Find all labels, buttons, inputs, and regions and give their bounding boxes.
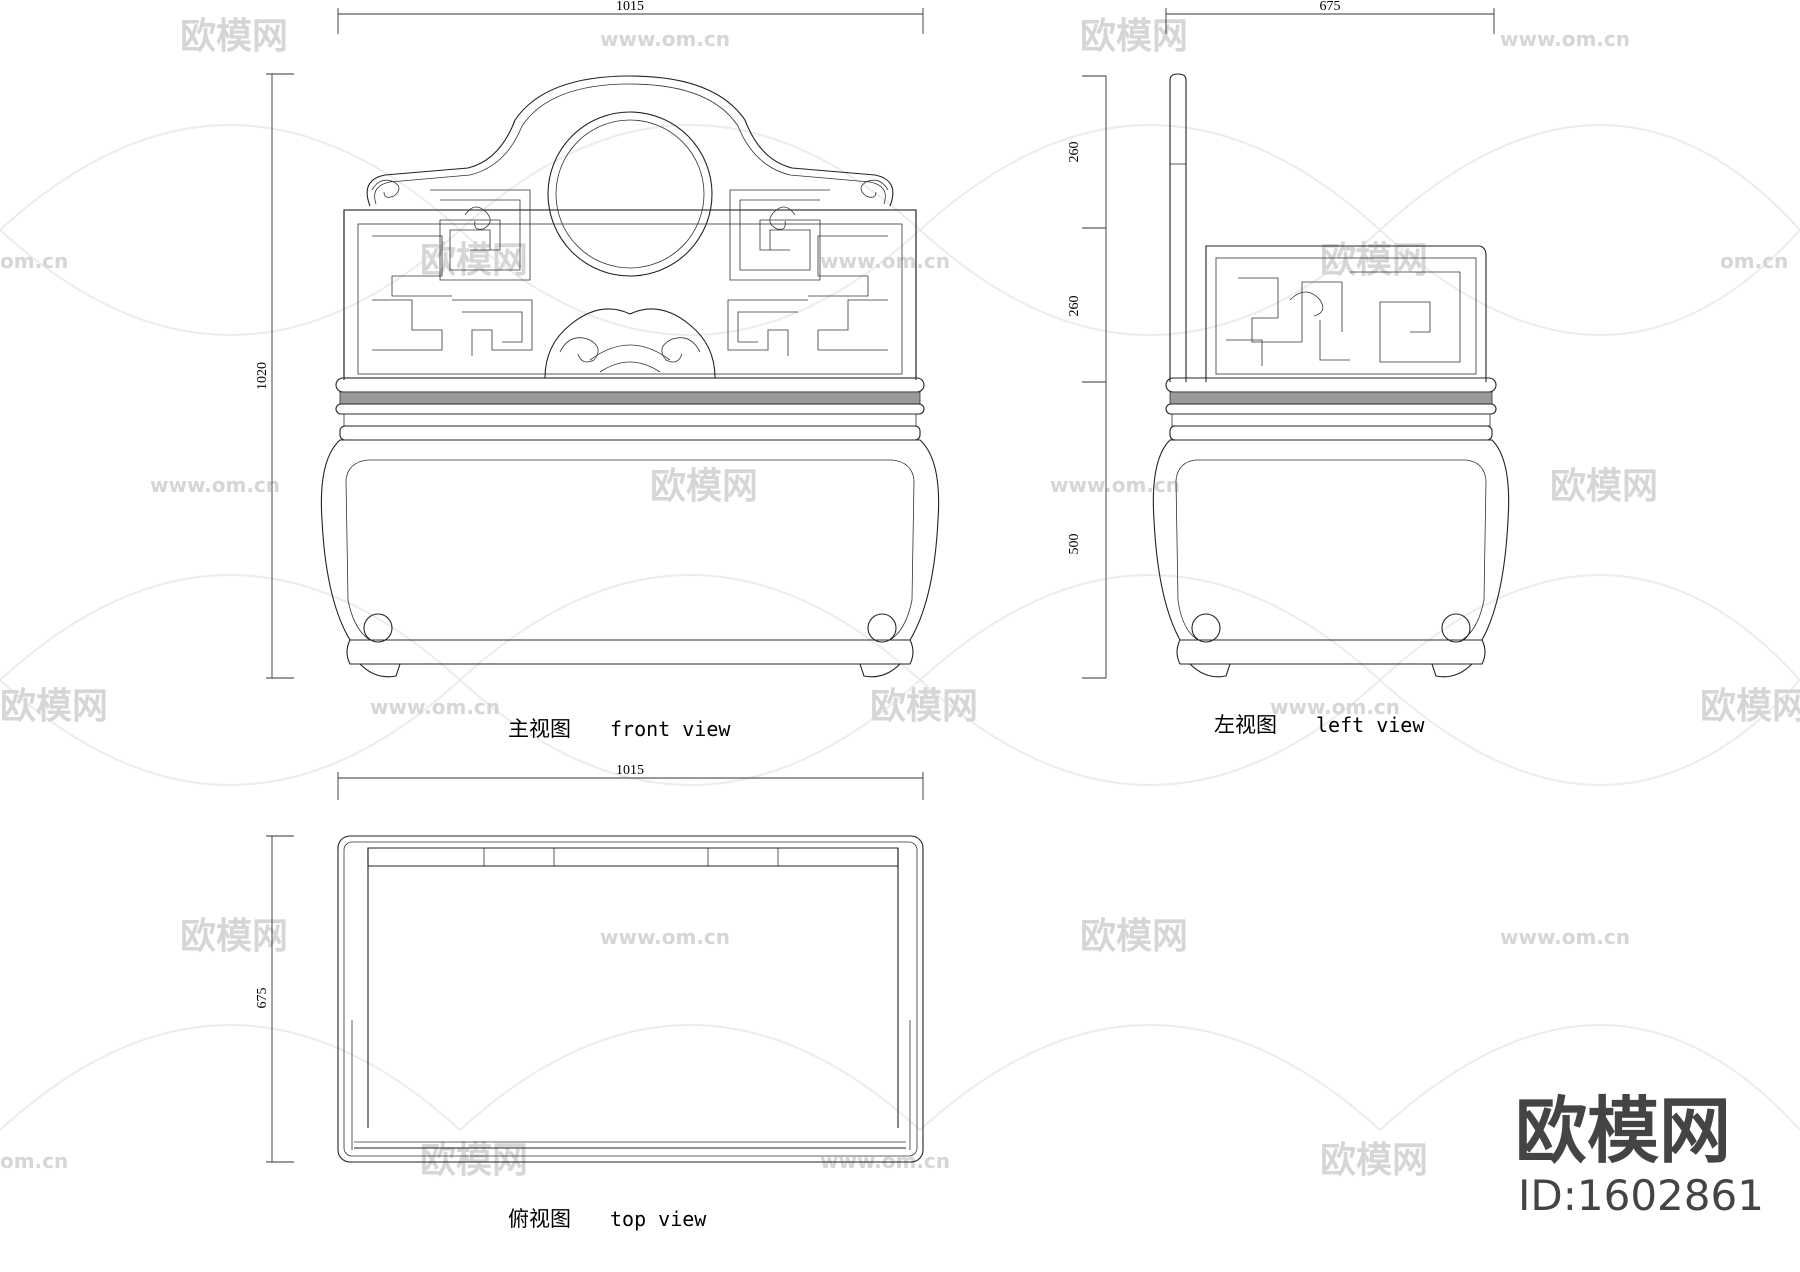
front-caption-cn: 主视图 — [508, 717, 571, 741]
left-caption-cn: 左视图 — [1214, 713, 1277, 737]
left-caption-en: left view — [1316, 713, 1425, 737]
left-view: 675 260 260 500 — [1067, 0, 1510, 737]
watermark-url: www.om.cn — [370, 695, 500, 719]
top-width-dimension: 1015 — [337, 763, 924, 800]
watermark-brand: 欧模网 — [1320, 240, 1428, 281]
watermark-url: om.cn — [0, 1149, 68, 1173]
watermark-brand: 欧模网 — [180, 16, 288, 57]
watermark-url: www.om.cn — [600, 27, 730, 51]
watermark-texts: 欧模网 欧模网 www.om.cn www.om.cn om.cn www.om… — [0, 16, 1800, 1181]
watermark-brand: 欧模网 — [1550, 466, 1658, 507]
watermark-url: www.om.cn — [1500, 27, 1630, 51]
top-outline — [337, 835, 924, 1163]
brand-name: 欧模网 — [1515, 1089, 1731, 1173]
watermark-url: www.om.cn — [1270, 695, 1400, 719]
brand-id: ID:1602861 — [1518, 1171, 1764, 1220]
top-caption-cn: 俯视图 — [508, 1207, 571, 1231]
front-height-dimension: 1020 — [255, 73, 294, 679]
top-view: 1015 675 俯视图 top view — [255, 763, 924, 1231]
front-view: 1015 1020 — [255, 0, 940, 741]
carved-band — [335, 377, 925, 441]
fretwork-left — [372, 189, 533, 356]
left-arm-panel — [1205, 245, 1487, 382]
watermark-brand: 欧模网 — [180, 916, 288, 957]
left-upper-label: 260 — [1067, 142, 1082, 163]
front-height-label: 1020 — [255, 362, 270, 390]
watermark-url: www.om.cn — [600, 925, 730, 949]
watermark-url: om.cn — [1720, 249, 1788, 273]
watermark-pattern — [0, 124, 1800, 1132]
brand-logo: 欧模网 ID:1602861 — [1515, 1089, 1764, 1220]
watermark-brand: 欧模网 — [870, 686, 978, 727]
watermark-brand: 欧模网 — [1700, 686, 1800, 727]
top-depth-dimension: 675 — [255, 835, 294, 1163]
seat-base — [320, 439, 940, 678]
fretwork-right — [727, 189, 888, 356]
left-width-label: 675 — [1320, 0, 1341, 14]
front-caption-en: front view — [610, 717, 731, 741]
top-depth-label: 675 — [255, 988, 270, 1009]
watermark-url: www.om.cn — [1500, 925, 1630, 949]
watermark-url: www.om.cn — [1050, 473, 1180, 497]
front-width-label: 1015 — [616, 0, 644, 14]
watermark-url: www.om.cn — [820, 249, 950, 273]
left-carved-band — [1165, 377, 1497, 441]
front-width-dimension: 1015 — [337, 0, 924, 34]
left-seat-base — [1152, 439, 1510, 678]
left-back-post — [1169, 73, 1187, 382]
left-middle-label: 260 — [1067, 296, 1082, 317]
watermark-url: om.cn — [0, 249, 68, 273]
watermark-brand: 欧模网 — [1320, 1140, 1428, 1181]
left-lower-label: 500 — [1067, 534, 1082, 555]
round-medallion — [547, 111, 713, 277]
watermark-brand: 欧模网 — [1080, 16, 1188, 57]
watermark-brand: 欧模网 — [420, 1140, 528, 1181]
watermark-url: www.om.cn — [820, 1149, 950, 1173]
left-height-dimensions: 260 260 500 — [1067, 75, 1107, 679]
top-width-label: 1015 — [616, 763, 644, 778]
watermark-brand: 欧模网 — [420, 240, 528, 281]
watermark-brand: 欧模网 — [0, 686, 108, 727]
left-width-dimension: 675 — [1165, 0, 1495, 34]
watermark-url: www.om.cn — [150, 473, 280, 497]
top-caption-en: top view — [610, 1207, 707, 1231]
cloud-carving — [544, 308, 716, 379]
watermark-brand: 欧模网 — [650, 466, 758, 507]
backrest-crest — [366, 75, 894, 277]
watermark-brand: 欧模网 — [1080, 916, 1188, 957]
